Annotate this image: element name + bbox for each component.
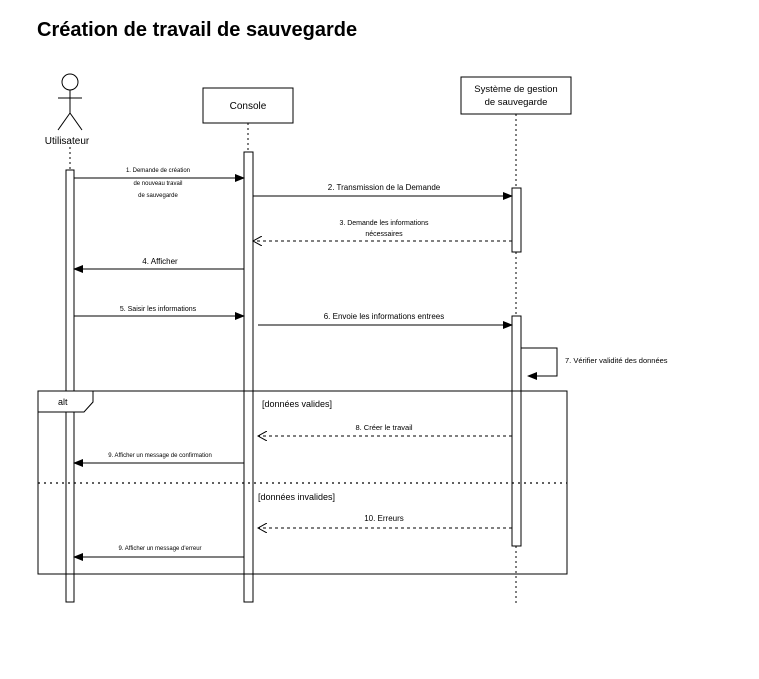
participant-console: Console — [202, 87, 294, 124]
message-9b-label: 9. Afficher un message d'erreur — [118, 546, 201, 552]
activation-system-2 — [511, 315, 522, 547]
message-1-label-1: 1. Demande de création — [126, 168, 190, 174]
message-4-label: 4. Afficher — [142, 257, 178, 266]
message-1-label-2: de nouveau travail — [133, 181, 182, 187]
participant-console-label: Console — [230, 101, 267, 112]
message-1-label-3: de sauvegarde — [138, 193, 178, 199]
message-5-label: 5. Saisir les informations — [120, 306, 197, 313]
participant-system: Système de gestion de sauvegarde — [460, 76, 572, 115]
participant-system-label-1: Système de gestion — [474, 84, 557, 95]
message-10-label: 10. Erreurs — [364, 514, 404, 523]
message-9a-label: 9. Afficher un message de confirmation — [108, 453, 212, 459]
lifelines — [69, 114, 517, 604]
diagram-title: Création de travail de sauvegarde — [37, 19, 358, 41]
actor-user-label: Utilisateur — [45, 136, 90, 147]
message-6-label: 6. Envoie les informations entrees — [324, 312, 445, 321]
activation-system-1 — [511, 187, 522, 253]
message-3-label-2: nécessaires — [365, 231, 403, 238]
message-7-arrow — [521, 347, 558, 380]
message-3-label-1: 3. Demande les informations — [339, 220, 429, 227]
message-8-label: 8. Créer le travail — [355, 423, 412, 432]
participant-system-label-2: de sauvegarde — [485, 97, 548, 108]
guard-invalid: [données invalides] — [258, 492, 335, 502]
alt-operator-label: alt — [58, 397, 68, 407]
activation-console — [243, 151, 254, 603]
activation-user — [65, 169, 75, 603]
message-2-label: 2. Transmission de la Demande — [328, 183, 441, 192]
guard-valid: [données valides] — [262, 399, 332, 409]
alt-operator-tab — [37, 390, 94, 413]
message-7-label: 7. Vérifier validité des données — [565, 356, 668, 365]
actor-user: Utilisateur — [45, 73, 90, 147]
